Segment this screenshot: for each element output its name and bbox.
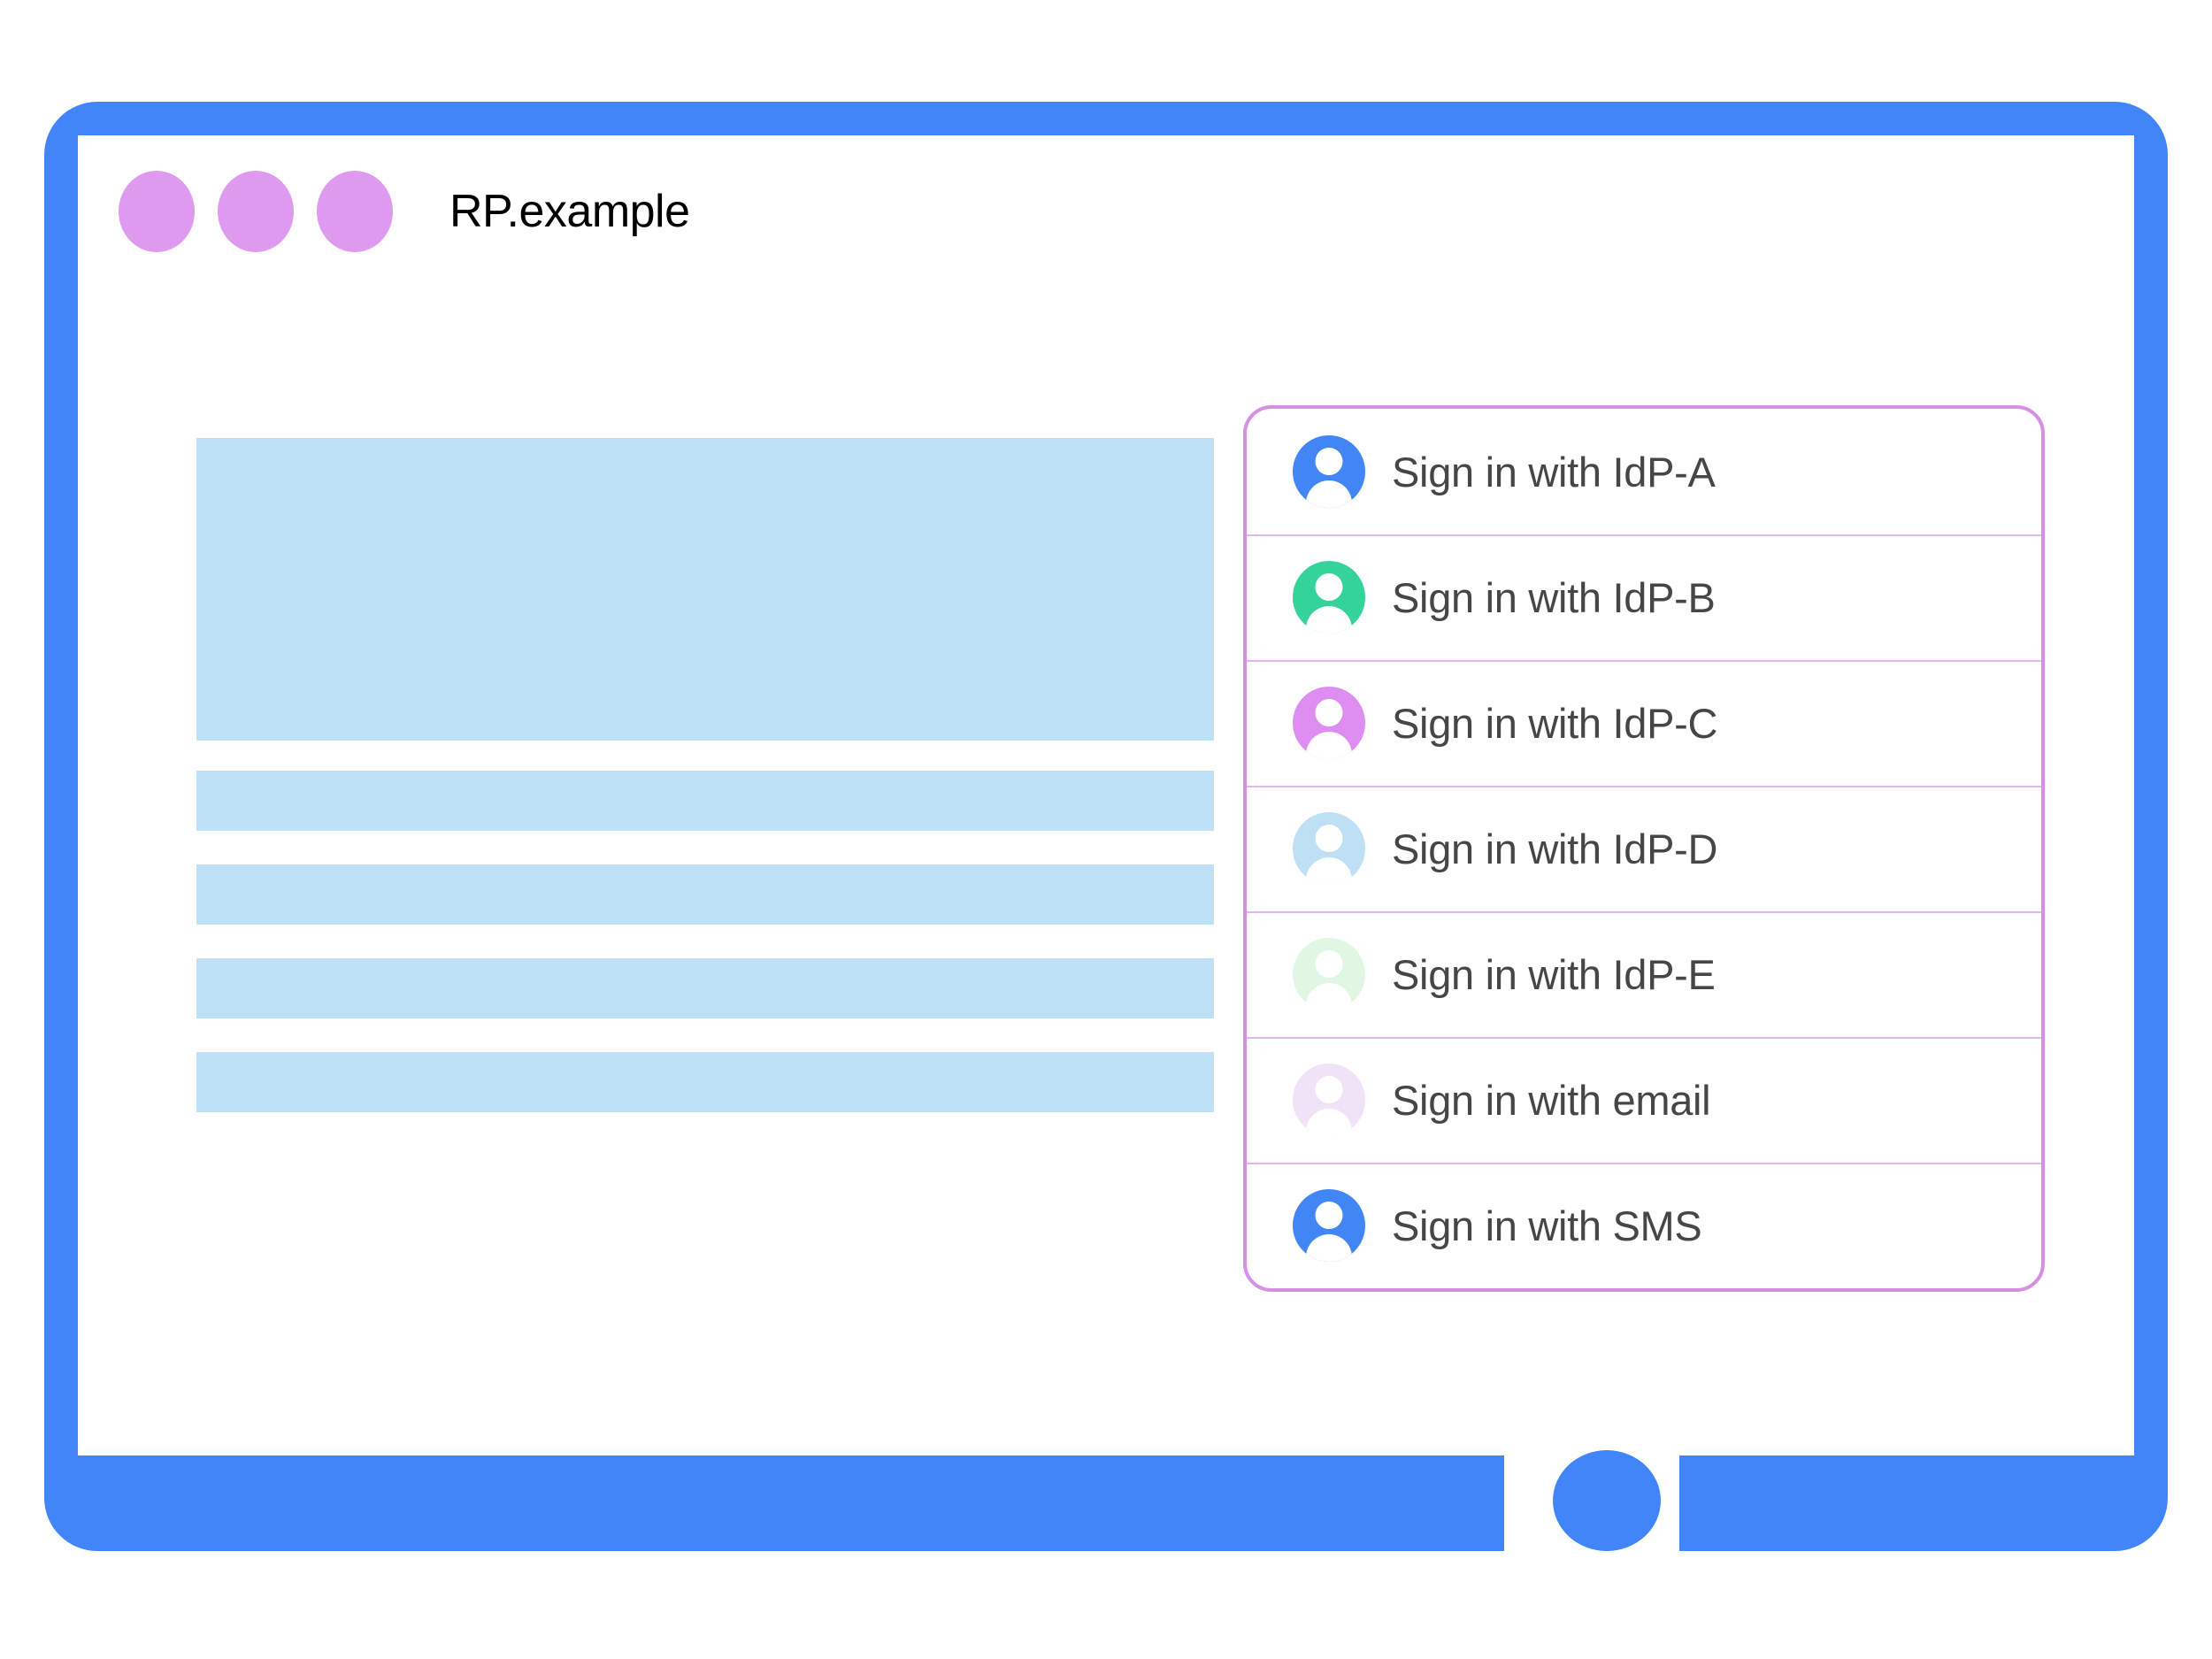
account-label: Sign in with IdP-B	[1392, 573, 1716, 621]
account-row[interactable]: Sign in with email	[1247, 1037, 2041, 1163]
account-label: Sign in with email	[1392, 1076, 1711, 1124]
account-label: Sign in with IdP-C	[1392, 699, 1718, 747]
browser-title-bar: RP.example	[119, 171, 690, 252]
text-placeholder-1	[196, 771, 1214, 831]
account-chooser-dialog: Sign in with IdP-A Sign in with IdP-B Si…	[1243, 405, 2045, 1292]
text-placeholder-3	[196, 958, 1214, 1018]
person-avatar-icon	[1293, 938, 1365, 1010]
person-avatar-icon	[1293, 1064, 1365, 1136]
account-row[interactable]: Sign in with IdP-E	[1247, 911, 2041, 1037]
account-label: Sign in with IdP-E	[1392, 950, 1716, 998]
window-dot-3-icon	[317, 171, 393, 252]
device-chin-right	[1679, 1455, 2168, 1551]
window-dot-2-icon	[218, 171, 294, 252]
person-avatar-icon	[1293, 687, 1365, 759]
device-frame-inner-fill	[44, 1422, 2168, 1457]
text-placeholder-4	[196, 1052, 1214, 1112]
account-row[interactable]: Sign in with SMS	[1247, 1163, 2041, 1288]
window-dot-1-icon	[119, 171, 195, 252]
account-row[interactable]: Sign in with IdP-A	[1247, 409, 2041, 534]
page-content-placeholders	[196, 438, 1214, 1146]
person-avatar-icon	[1293, 1189, 1365, 1262]
account-label: Sign in with IdP-A	[1392, 448, 1716, 495]
person-avatar-icon	[1293, 435, 1365, 508]
person-avatar-icon	[1293, 561, 1365, 634]
text-placeholder-2	[196, 864, 1214, 925]
person-avatar-icon	[1293, 812, 1365, 885]
account-label: Sign in with SMS	[1392, 1202, 1702, 1249]
page-title: RP.example	[449, 186, 690, 237]
home-button[interactable]	[1553, 1450, 1661, 1551]
account-label: Sign in with IdP-D	[1392, 825, 1718, 872]
device-chin-left	[44, 1455, 1504, 1551]
account-row[interactable]: Sign in with IdP-C	[1247, 660, 2041, 786]
account-row[interactable]: Sign in with IdP-B	[1247, 534, 2041, 660]
device-frame-left-edge	[44, 1422, 78, 1459]
account-row[interactable]: Sign in with IdP-D	[1247, 786, 2041, 911]
browser-viewport: RP.example Sign in with IdP-A Sign in wi…	[78, 135, 2134, 1353]
hero-placeholder	[196, 438, 1214, 741]
device-frame-right-edge	[2134, 1422, 2168, 1459]
